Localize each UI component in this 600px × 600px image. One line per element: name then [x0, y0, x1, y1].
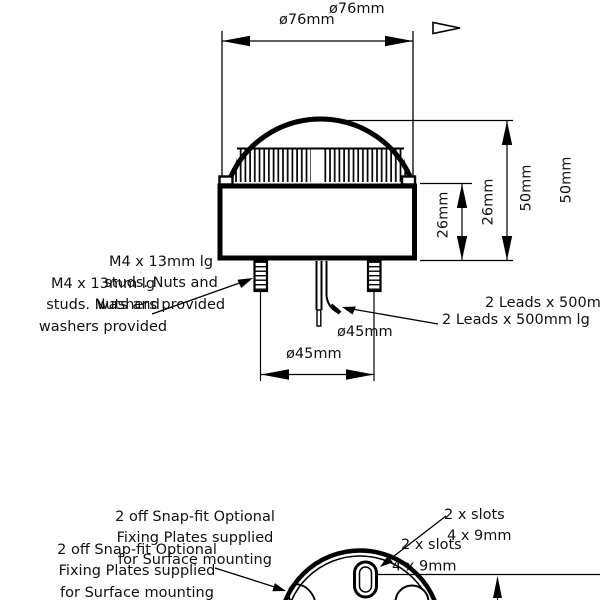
unit-body	[217, 183, 417, 261]
studs-note-line: studs. Nuts and	[46, 297, 160, 314]
studs-note-line: M4 x 13mm lg	[50, 276, 156, 292]
leads-leader-line	[345, 307, 439, 325]
dim-label-diameter-45: ø45mm	[337, 324, 393, 340]
leads-note: 2 Leads x 500mm lg	[485, 295, 600, 311]
lens-ribs-right	[324, 149, 410, 182]
bottom-view-group: 4 x 9mm	[214, 515, 600, 600]
leads-note-dup: 2 Leads x 500mm lg	[442, 312, 590, 328]
snapfit-note-dup: 2 off Snap-fit Optional Fixing Plates su…	[57, 540, 217, 600]
leads-leader-arrowhead-icon	[342, 306, 356, 315]
dim-label-diameter-76-dup: ø76mm	[329, 1, 385, 17]
snapfit-leader-arrowhead-icon	[272, 583, 286, 592]
slots-count-label: 2 x slots	[444, 507, 505, 523]
dim-arrowhead-icon	[222, 35, 250, 47]
studs-leader-line	[151, 279, 249, 315]
snapfit-note-line: 2 off Snap-fit Optional	[115, 509, 275, 525]
bezel-lip-right	[400, 175, 417, 186]
stud-right	[366, 259, 382, 293]
dim-26-group	[420, 182, 513, 262]
dim-arrowhead-icon	[456, 236, 468, 260]
dim-arrowhead-icon	[501, 121, 513, 145]
snapfit-note: 2 off Snap-fit Optional Fixing Plates su…	[115, 507, 275, 571]
dim-arrowhead-icon	[261, 369, 289, 380]
lens-dome-outline	[226, 116, 415, 182]
dim-label-diameter-76: ø76mm	[279, 12, 335, 28]
dim-arrowhead-icon	[501, 236, 513, 260]
unit-base-rim	[283, 548, 437, 600]
dim-45-group	[259, 292, 375, 381]
dim-76-group	[221, 31, 414, 177]
studs-leader-arrowhead-icon	[237, 278, 253, 288]
snapfit-leader-line	[214, 567, 282, 590]
snapfit-note-line: Fixing Plates supplied	[58, 563, 216, 580]
studs-note: M4 x 13mm lg studs. Nuts and washers pro…	[97, 252, 225, 316]
dim-label-height-50-dup: 50mm	[558, 156, 575, 204]
dim-label-height-26-dup: 26mm	[480, 178, 497, 226]
projection-arrow-icon	[432, 21, 461, 35]
unit-base-inner-edge	[290, 555, 430, 600]
slots-count-label-dup: 2 x slots	[401, 537, 462, 553]
slots-leader-arrowhead-icon	[380, 555, 393, 567]
dim-arrowhead-icon	[385, 35, 413, 47]
slot-size-label: 4 x 9mm	[447, 528, 512, 544]
leads-group	[315, 261, 342, 327]
dim-arrowhead-icon	[346, 369, 374, 380]
dim-50-group	[338, 119, 513, 260]
side-view-group	[151, 21, 513, 381]
slots-leader-line	[384, 515, 447, 564]
snapfit-plate-tab	[287, 583, 317, 600]
dim-label-height-26: 26mm	[435, 191, 452, 239]
studs-note-dup: M4 x 13mm lg studs. Nuts and washers pro…	[39, 274, 167, 338]
snapfit-note-line: 2 off Snap-fit Optional	[57, 542, 217, 558]
studs-note-line: M4 x 13mm lg	[108, 254, 214, 270]
lens-ribs-left	[231, 149, 311, 182]
bezel-lip-left	[218, 175, 234, 186]
snapfit-note-line: for Surface mounting	[60, 584, 214, 600]
stud-left	[253, 259, 269, 293]
studs-note-line: studs. Nuts and	[104, 275, 218, 292]
snapfit-note-line: for Surface mounting	[118, 551, 272, 568]
slot-size-label-dup: 4 x 9mm	[392, 559, 457, 575]
dim-label-diameter-45-dup: ø45mm	[286, 346, 342, 362]
dim-label-height-50: 50mm	[518, 164, 535, 212]
snapfit-note-line: Fixing Plates supplied	[116, 530, 274, 547]
studs-note-line: washers provided	[96, 296, 226, 313]
cable-hole	[394, 584, 430, 600]
dim-arrowhead-icon	[456, 184, 468, 208]
fixing-slot-inner	[358, 566, 373, 593]
clipped-dimension-arrowhead-icon	[493, 576, 502, 598]
studs-note-line: washers provided	[38, 318, 168, 335]
